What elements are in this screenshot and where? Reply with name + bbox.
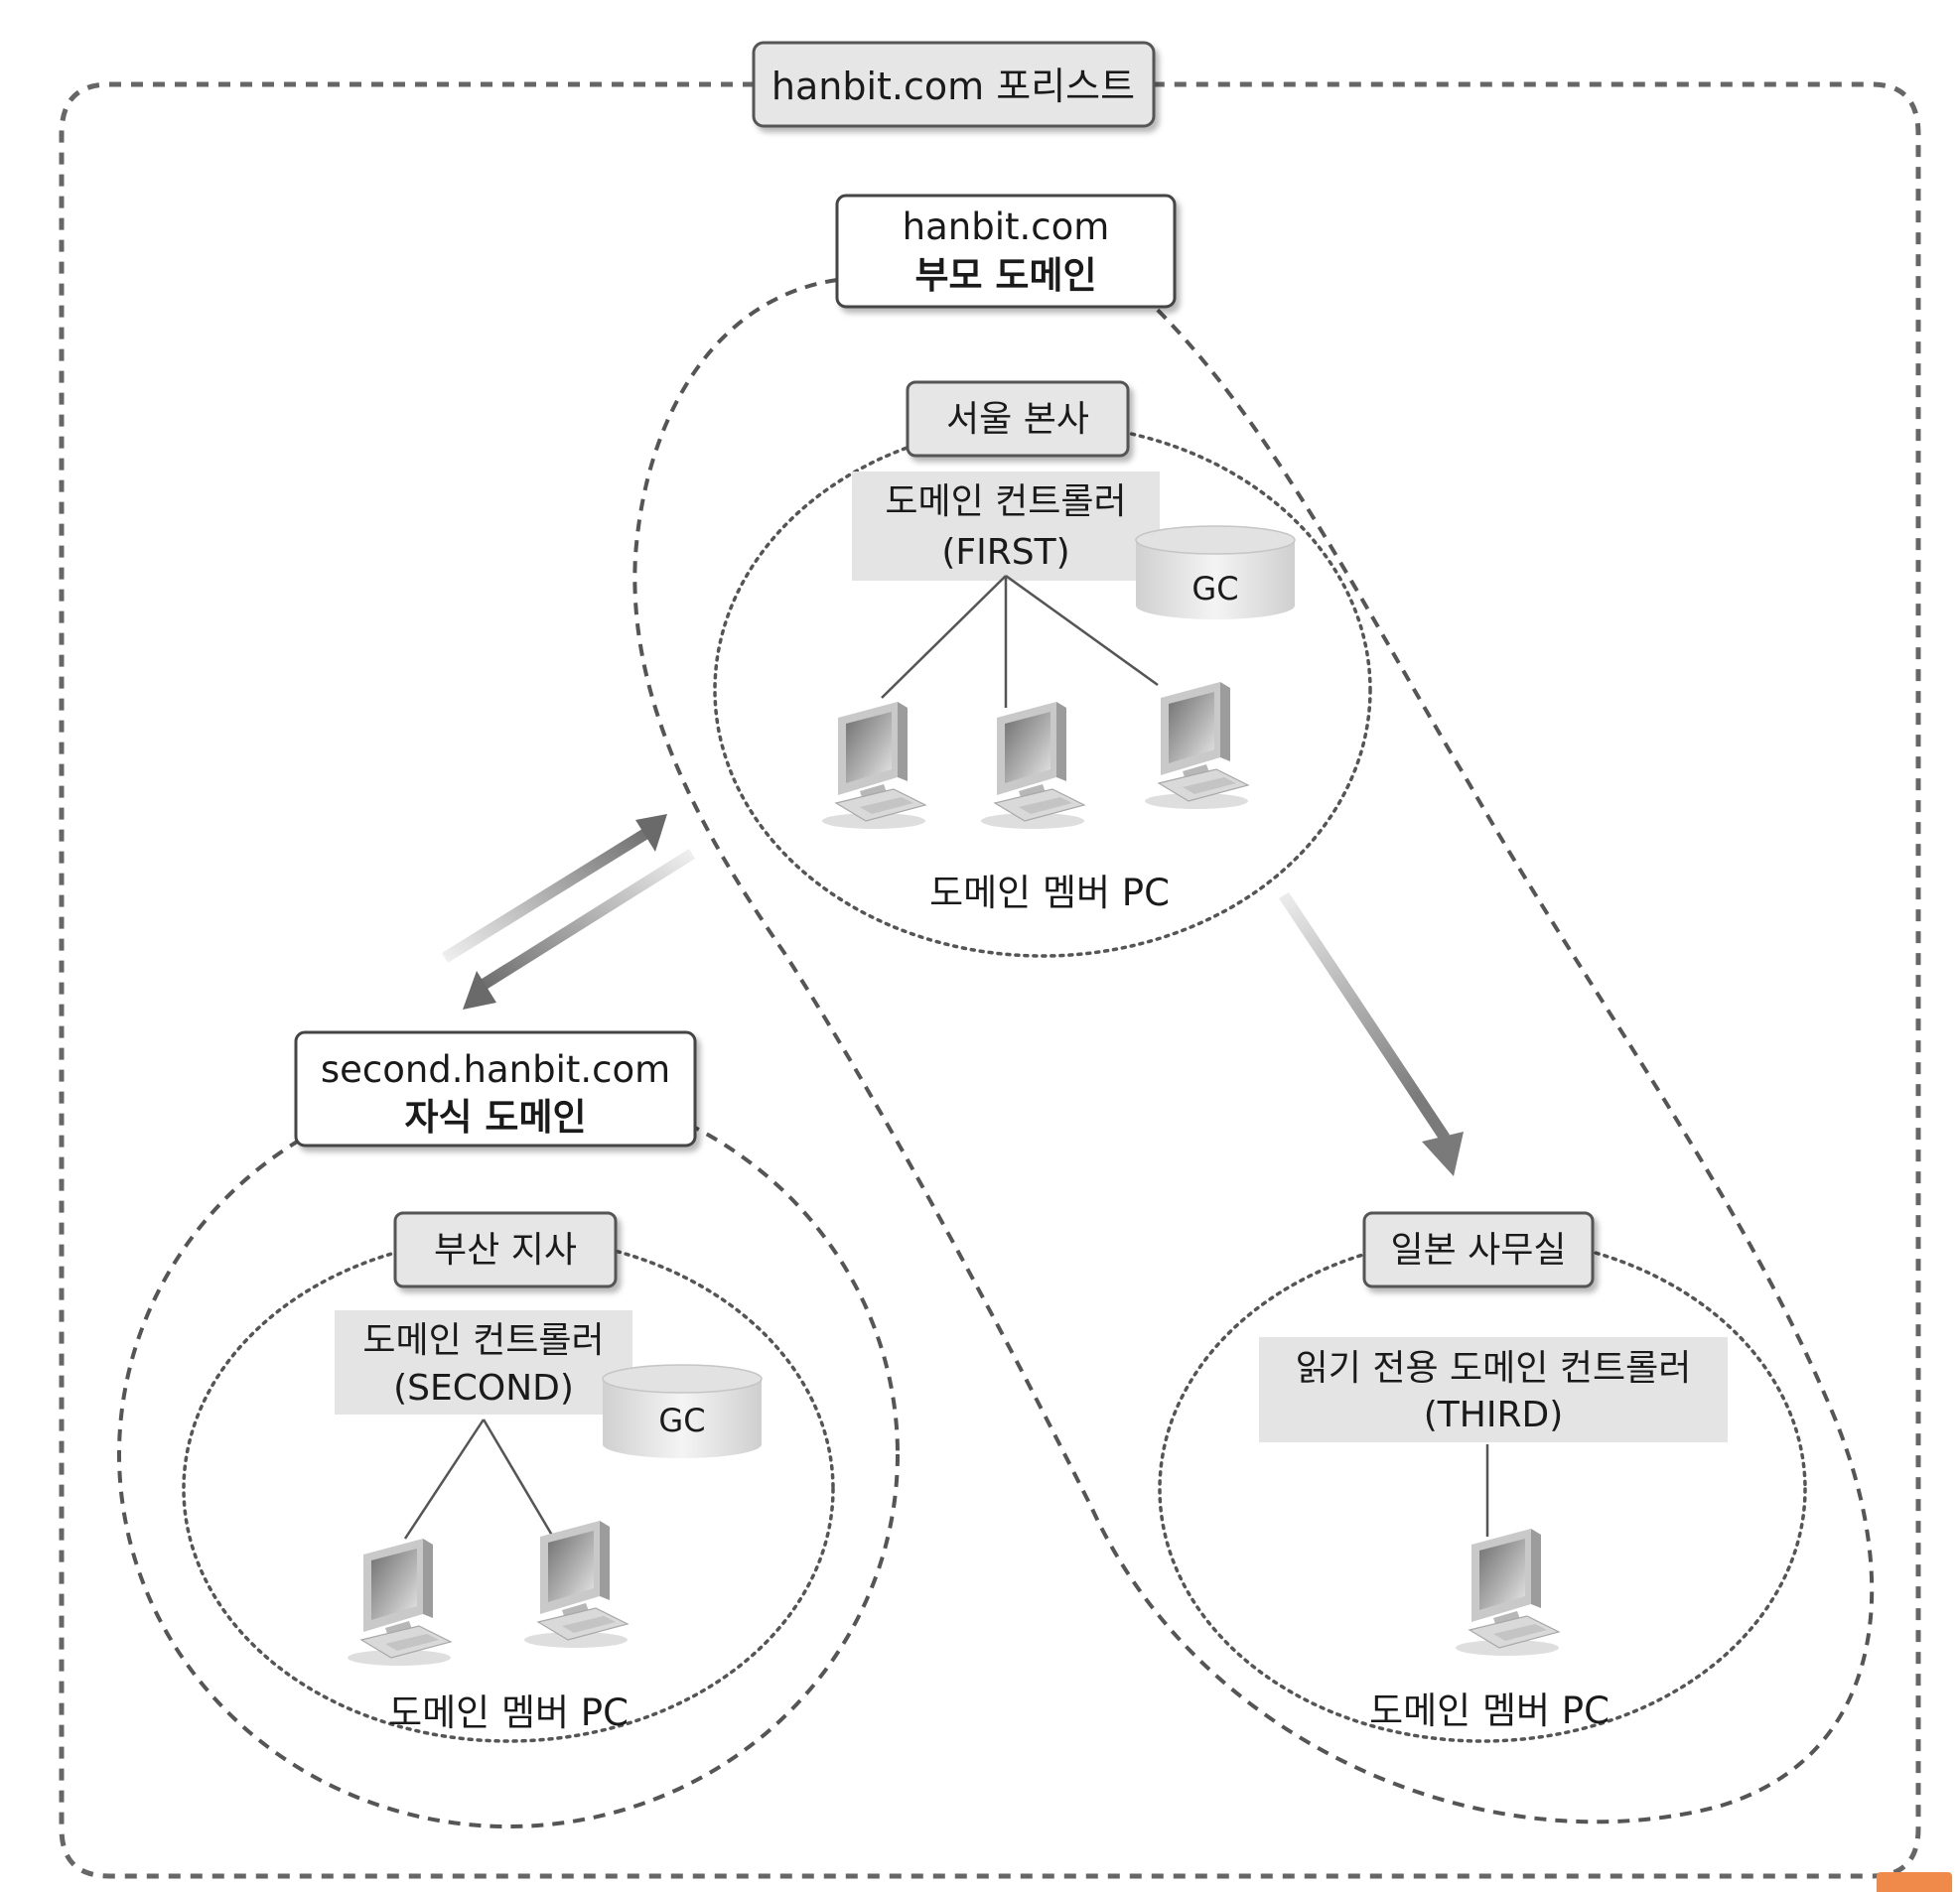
busan-site-label: 부산 지사 bbox=[393, 1211, 618, 1288]
computer-icon bbox=[347, 1538, 452, 1667]
busan-dc: 도메인 컨트롤러 (SECOND) bbox=[335, 1310, 632, 1415]
japan-dc-label: 읽기 전용 도메인 컨트롤러 bbox=[1296, 1348, 1692, 1389]
trust-arrow-up bbox=[442, 814, 667, 963]
japan-site-name: 일본 사무실 bbox=[1390, 1230, 1566, 1271]
japan-rodc: 읽기 전용 도메인 컨트롤러 (THIRD) bbox=[1259, 1337, 1728, 1442]
seoul-link-1 bbox=[881, 575, 1007, 699]
seoul-dc: 도메인 컨트롤러 (FIRST) bbox=[852, 472, 1160, 581]
database-icon: GC bbox=[1135, 525, 1296, 620]
parent-domain-boundary bbox=[632, 227, 1875, 1824]
busan-member-label: 도메인 멤버 PC bbox=[388, 1691, 629, 1734]
busan-site-name: 부산 지사 bbox=[434, 1230, 577, 1271]
japan-site-label: 일본 사무실 bbox=[1362, 1211, 1595, 1288]
child-domain-name: second.hanbit.com bbox=[321, 1048, 670, 1091]
busan-link-2 bbox=[482, 1419, 556, 1540]
forest-boundary bbox=[59, 81, 1921, 1879]
child-domain-label: second.hanbit.com 자식 도메인 bbox=[294, 1030, 697, 1148]
busan-site-boundary bbox=[182, 1235, 835, 1743]
seoul-site-label: 서울 본사 bbox=[906, 380, 1130, 458]
forest-title: hanbit.com 포리스트 bbox=[771, 65, 1135, 108]
replication-arrow bbox=[1279, 892, 1464, 1176]
computer-icon bbox=[523, 1520, 629, 1649]
seoul-dc-label: 도메인 컨트롤러 bbox=[885, 481, 1126, 522]
parent-domain-label: hanbit.com 부모 도메인 bbox=[835, 194, 1177, 309]
seoul-dc-name: (FIRST) bbox=[941, 532, 1069, 573]
parent-domain-name: hanbit.com bbox=[903, 205, 1110, 248]
computer-icon bbox=[1455, 1528, 1560, 1657]
seoul-gc-label: GC bbox=[1191, 570, 1238, 608]
forest-label: hanbit.com 포리스트 bbox=[752, 41, 1156, 128]
busan-link-1 bbox=[403, 1419, 486, 1540]
seoul-member-label: 도메인 멤버 PC bbox=[929, 872, 1170, 914]
busan-dc-label: 도메인 컨트롤러 bbox=[362, 1320, 604, 1361]
trust-arrow-down bbox=[463, 849, 695, 1010]
parent-domain-role: 부모 도메인 bbox=[914, 254, 1096, 297]
japan-dc-name: (THIRD) bbox=[1424, 1395, 1564, 1435]
busan-gc-label: GC bbox=[658, 1402, 705, 1439]
busan-dc-name: (SECOND) bbox=[393, 1368, 574, 1409]
corner-badge bbox=[1877, 1872, 1952, 1892]
japan-site-boundary bbox=[1158, 1235, 1807, 1743]
seoul-site-name: 서울 본사 bbox=[946, 399, 1089, 440]
database-icon: GC bbox=[602, 1364, 763, 1459]
computer-icon bbox=[980, 701, 1085, 830]
japan-member-label: 도메인 멤버 PC bbox=[1369, 1689, 1610, 1732]
computer-icon bbox=[1144, 681, 1249, 810]
seoul-link-3 bbox=[1005, 574, 1159, 687]
child-domain-role: 자식 도메인 bbox=[404, 1096, 586, 1139]
computer-icon bbox=[821, 701, 926, 830]
